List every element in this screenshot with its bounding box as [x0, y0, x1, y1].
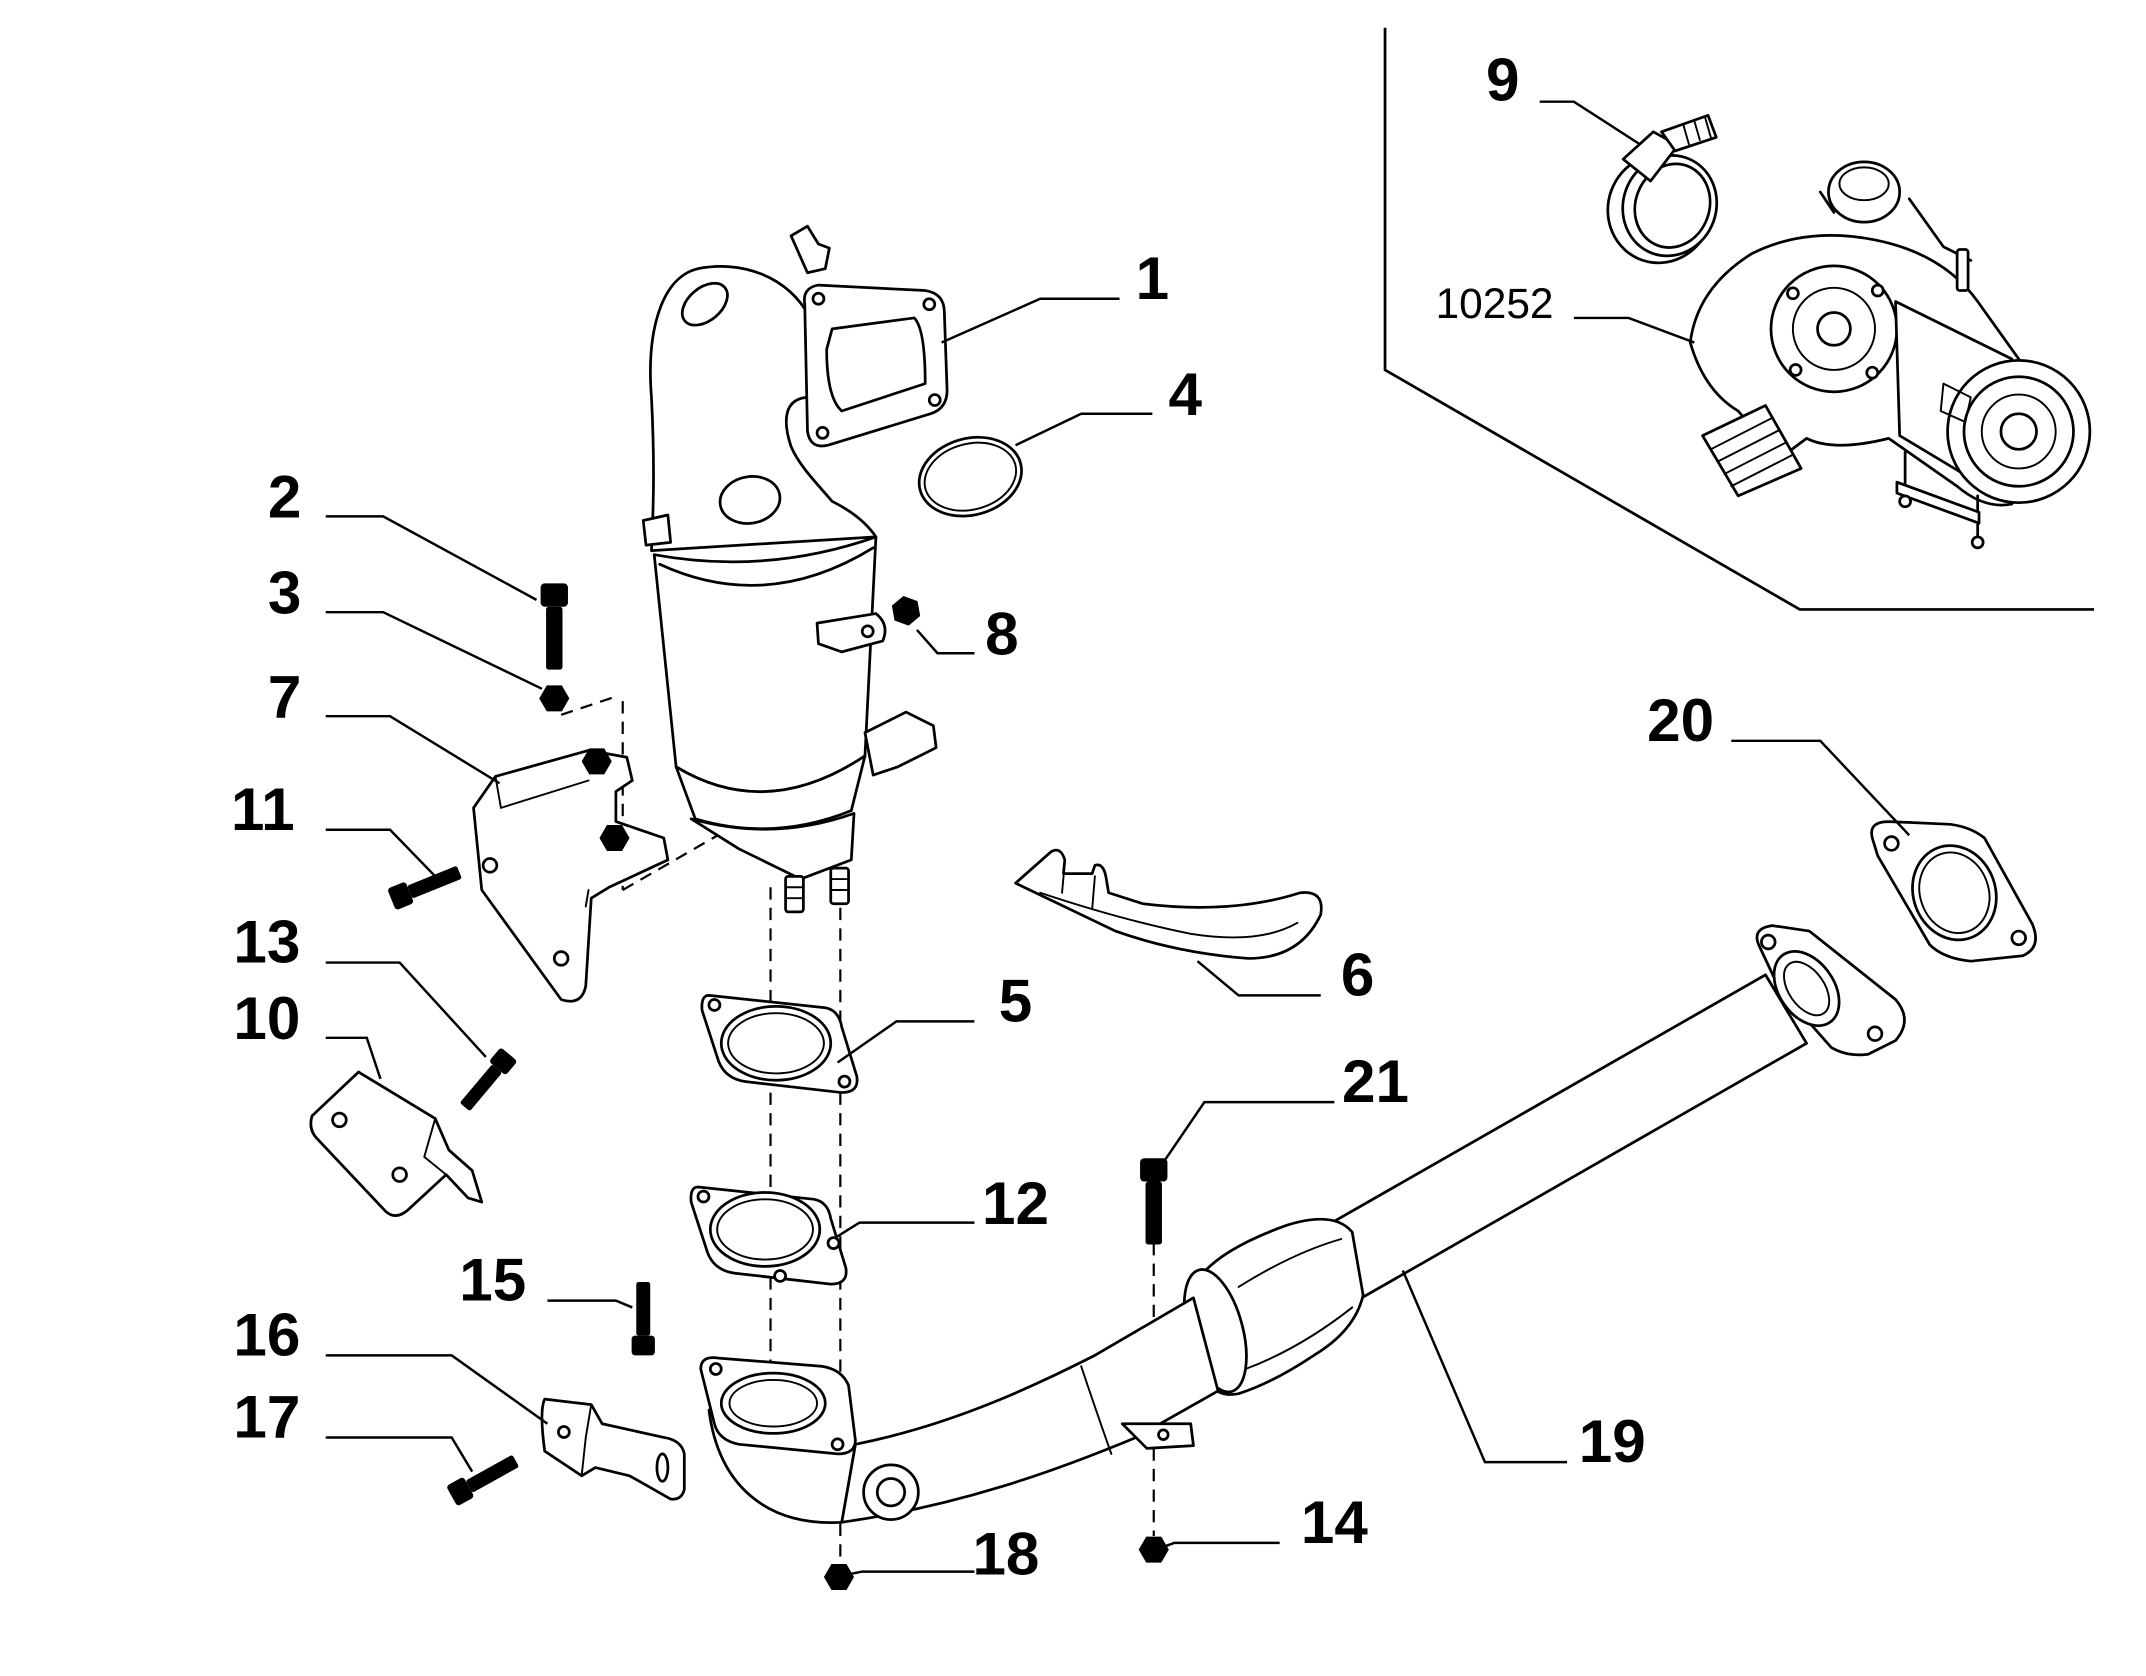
callout-1: 1: [1136, 244, 1169, 312]
leader-15: [547, 1299, 633, 1309]
converter-flange-opening: [825, 316, 927, 413]
part-5-gasket: [700, 994, 859, 1094]
leader-10252: [1573, 316, 1695, 344]
callout-16: 16: [233, 1300, 300, 1368]
callout-labels: 1 4 2 3 7 11 13 10 8 5 6 12 21 15 16 17 …: [231, 45, 1714, 1587]
converter-side-tab: [815, 612, 887, 654]
part-17-bolt-icon: [446, 1450, 522, 1507]
part-6-heat-shield: [1014, 848, 1323, 960]
part-15-bolt-icon: [631, 1282, 655, 1356]
leader-lines: [325, 100, 1911, 1576]
callout-12: 12: [982, 1169, 1049, 1237]
converter-ear: [641, 513, 672, 547]
leader-12: [836, 1221, 975, 1238]
part-20-gasket: [1870, 820, 2037, 963]
part-21-bolt-icon: [1140, 1158, 1168, 1245]
leader-11: [325, 828, 437, 878]
callout-8: 8: [985, 600, 1018, 668]
callout-5: 5: [999, 966, 1032, 1034]
pipe-long-section: [1333, 973, 1808, 1300]
leader-8: [916, 629, 975, 655]
part-9-clamp: [1606, 113, 1719, 265]
leader-7: [325, 714, 501, 785]
callout-7: 7: [268, 663, 301, 731]
part-10-bracket: [309, 1070, 484, 1217]
part-8-nut-icon: [887, 593, 925, 629]
converter-stud: [829, 866, 850, 906]
part-4-gasket: [917, 435, 1023, 518]
converter-mount-tab: [789, 224, 831, 275]
leader-17: [325, 1436, 474, 1473]
leader-21: [1159, 1100, 1335, 1168]
converter-boss: [680, 281, 729, 327]
part-3-nut-icon: [539, 685, 570, 712]
inset-frame: [1383, 27, 2094, 611]
leader-6: [1196, 960, 1321, 997]
callout-11: 11: [231, 775, 295, 843]
callout-13: 13: [233, 908, 300, 976]
callout-20: 20: [1647, 686, 1714, 754]
turbo-actuator: [1827, 160, 1902, 224]
leader-2: [325, 515, 538, 601]
converter-bracket-ear: [863, 710, 938, 777]
part-1-catalytic-converter: [641, 224, 949, 914]
converter-pipe: [649, 265, 878, 552]
callout-18: 18: [972, 1519, 1039, 1587]
callout-14: 14: [1301, 1488, 1368, 1556]
leader-4: [1014, 412, 1153, 447]
leader-20: [1731, 739, 1911, 837]
part-13-bolt-icon: [456, 1047, 518, 1115]
leader-16: [325, 1354, 549, 1425]
callout-6: 6: [1341, 940, 1374, 1008]
callout-10: 10: [233, 984, 300, 1052]
part-16-bracket: [540, 1397, 686, 1501]
callout-10252: 10252: [1436, 280, 1554, 327]
converter-stud: [784, 874, 805, 914]
callout-9: 9: [1486, 45, 1519, 113]
part-2-bolt-icon: [540, 583, 568, 670]
converter-sensor-boss: [718, 475, 782, 525]
leader-3: [325, 610, 543, 690]
leader-14: [1162, 1541, 1280, 1549]
leader-19: [1401, 1269, 1568, 1464]
converter-outlet-flange: [689, 811, 856, 881]
part-18-nut-icon: [823, 1564, 855, 1591]
callout-2: 2: [268, 463, 301, 531]
leader-10: [325, 1036, 382, 1080]
callout-3: 3: [268, 559, 301, 627]
callout-19: 19: [1579, 1407, 1646, 1475]
callout-15: 15: [459, 1246, 526, 1314]
leader-9: [1539, 100, 1641, 146]
part-7-bracket: [472, 748, 670, 1003]
clamp-screw: [1660, 113, 1718, 153]
part-14-nut-icon: [1138, 1536, 1169, 1563]
part-10252-turbocharger: [1688, 160, 2092, 550]
callout-21: 21: [1342, 1047, 1409, 1115]
part-19-front-pipe: [699, 924, 1906, 1524]
leader-1: [941, 297, 1120, 344]
leader-13: [325, 961, 487, 1058]
part-12-gasket: [689, 1185, 848, 1286]
leader-18: [848, 1570, 975, 1576]
callout-4: 4: [1168, 360, 1202, 428]
part-11-bolt-icon: [387, 861, 464, 911]
guide-line: [560, 694, 619, 716]
leader-5: [836, 1020, 975, 1064]
callout-17: 17: [233, 1382, 300, 1450]
